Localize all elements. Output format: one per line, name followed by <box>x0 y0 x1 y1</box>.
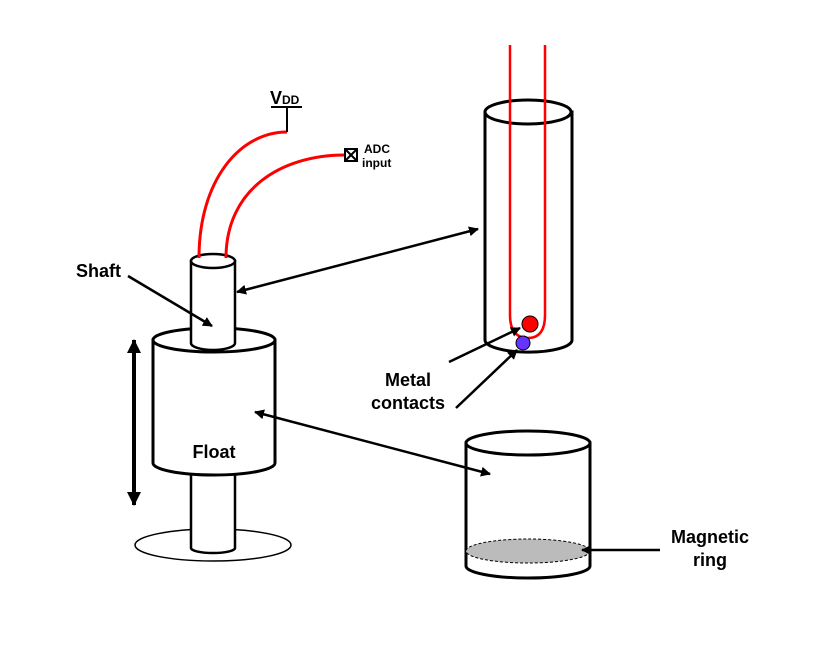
contact-pointer-arrow-1 <box>448 326 521 364</box>
contact-pointer-arrow-2 <box>455 349 518 409</box>
float-detail-arrow <box>254 409 491 477</box>
adc-label-line1: ADC <box>364 142 390 156</box>
float-label: Float <box>193 442 236 462</box>
adc-wire <box>224 153 346 259</box>
adc-terminal-icon <box>344 148 358 162</box>
magnetic-ring <box>465 538 591 564</box>
metal-contact-top <box>521 315 539 333</box>
vdd-label: VDD <box>270 88 300 108</box>
adc-label-line2: input <box>362 156 391 170</box>
lower-shaft <box>189 468 237 555</box>
shaft-label: Shaft <box>76 261 121 281</box>
metal-contacts-label-line1: Metal <box>385 370 431 390</box>
metal-contact-bottom <box>515 335 531 351</box>
magnetic-ring-label-line2: ring <box>693 550 727 570</box>
shaft-pointer-arrow <box>127 274 213 328</box>
magnetic-ring-label-line1: Magnetic <box>671 527 749 547</box>
vdd-symbol <box>271 106 302 132</box>
vdd-wire <box>197 130 288 259</box>
metal-contacts-label-line2: contacts <box>371 393 445 413</box>
shaft <box>189 259 237 352</box>
shaft-detail-arrow <box>236 226 479 295</box>
